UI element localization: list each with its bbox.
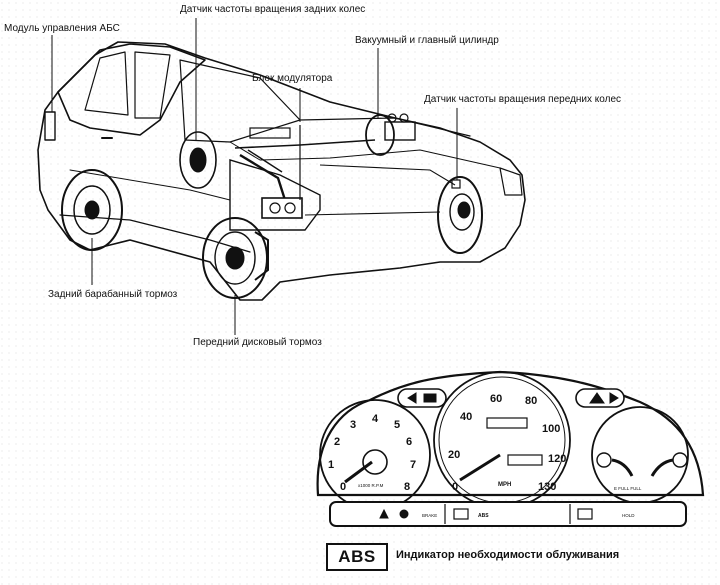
tach-tick-2: 2 [334, 436, 340, 448]
tach-tick-7: 7 [410, 459, 416, 471]
warning-panel-labels: BRAKE ABS HOLD [422, 513, 635, 519]
tach-tick-4: 4 [372, 413, 379, 425]
label-modulator: Блок модулятора [252, 73, 333, 84]
turn-left-indicator [397, 388, 447, 408]
tach-tick-8: 8 [404, 481, 410, 493]
label-abs-module: Модуль управления АБС [4, 23, 120, 34]
warning-light-panel [329, 501, 687, 527]
speed-tick-100: 100 [542, 423, 560, 435]
warning-label-abs: ABS [478, 513, 489, 519]
speedometer-ticks: 0 20 40 60 80 100 120 130 MPH [448, 393, 566, 493]
abs-badge: ABS [326, 543, 388, 571]
label-vacuum-master-cylinder: Вакуумный и главный цилиндр [355, 35, 499, 46]
speed-tick-80: 80 [525, 395, 537, 407]
speed-tick-60: 60 [490, 393, 502, 405]
vacuum-master-cylinder [365, 113, 416, 156]
tach-tick-5: 5 [394, 419, 400, 431]
label-rear-speed-sensor: Датчик частоты вращения задних колес [180, 4, 366, 15]
leader-lines [51, 18, 458, 335]
speed-tick-20: 20 [448, 449, 460, 461]
modulator-unit [229, 125, 456, 231]
tach-tick-3: 3 [350, 419, 356, 431]
label-rear-drum: Задний барабанный тормоз [48, 289, 178, 300]
rear-speed-sensor-drum [179, 131, 217, 189]
warning-label-brake: BRAKE [422, 513, 437, 518]
tach-unit: x1000 R.P.M [358, 483, 384, 488]
label-front-disc: Передний дисковый тормоз [193, 337, 322, 348]
speed-tick-130: 130 [538, 481, 556, 493]
speed-tick-40: 40 [460, 411, 472, 423]
speed-unit: MPH [498, 482, 511, 488]
warning-label-hold: HOLD [622, 513, 635, 518]
tachometer-ticks: 0 1 2 3 4 5 6 7 8 x1000 R.P.M [328, 413, 416, 493]
front-left-disc [437, 176, 483, 254]
instrument-cluster [316, 370, 705, 527]
tach-tick-0: 0 [340, 481, 346, 493]
abs-indicator-caption: Индикатор необходимости облуживания [396, 549, 620, 561]
fuel-temp-label: E FULL FULL [614, 486, 642, 491]
front-disc-wheel [202, 217, 269, 299]
tach-tick-6: 6 [406, 436, 412, 448]
speed-tick-120: 120 [548, 453, 566, 465]
label-front-speed-sensor: Датчик частоты вращения передних колес [424, 94, 622, 105]
tach-tick-1: 1 [328, 459, 334, 471]
speed-tick-0: 0 [452, 481, 458, 493]
